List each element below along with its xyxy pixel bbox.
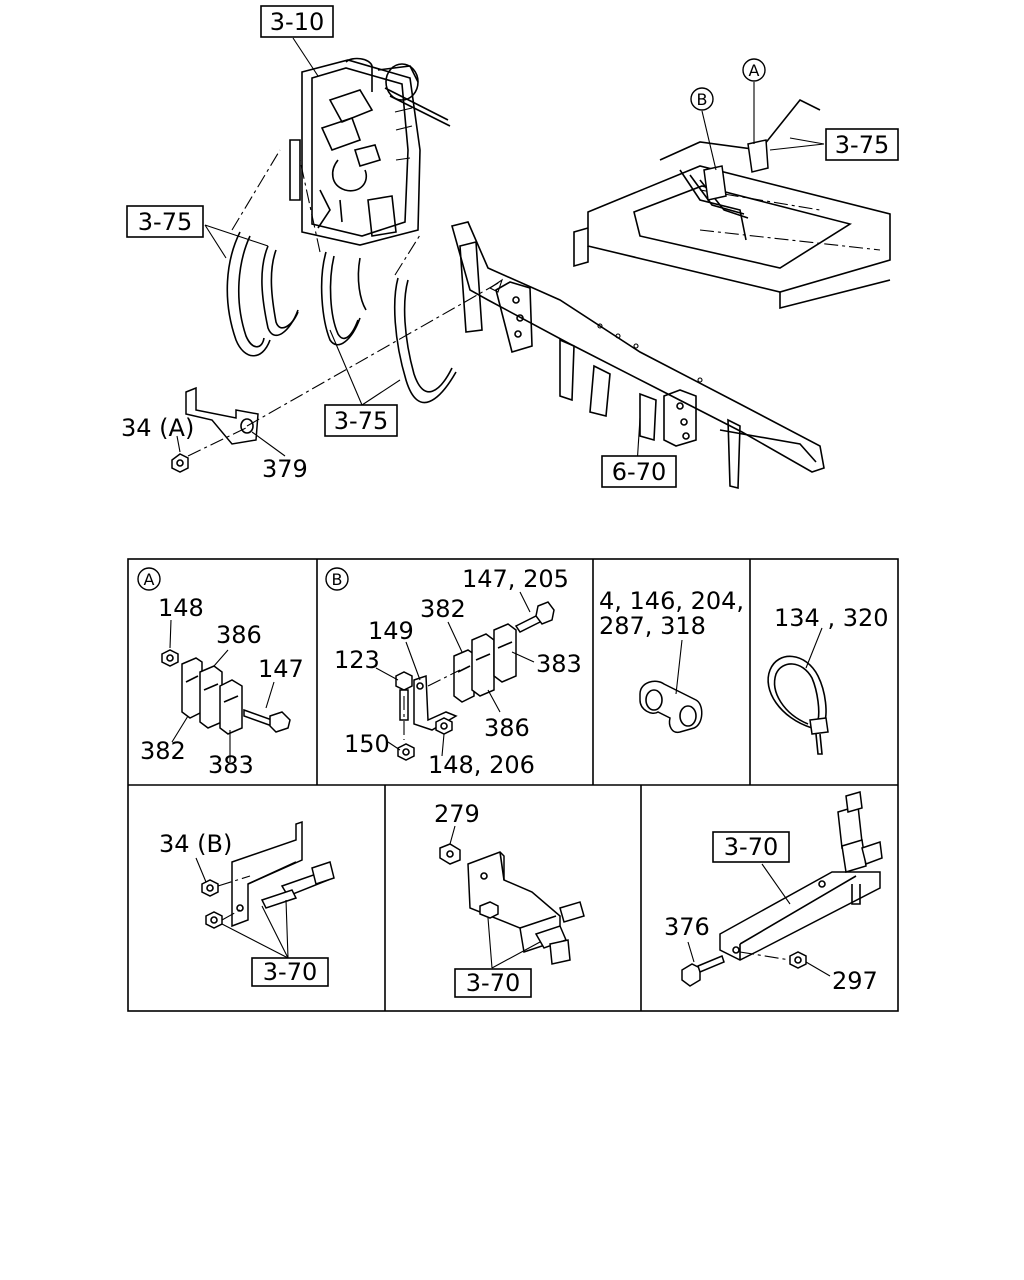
- ref-3-10: 3-10: [270, 8, 324, 36]
- panel-tie: 134 , 320: [767, 604, 889, 755]
- label-149: 149: [368, 617, 414, 645]
- panel-a-letter: A: [144, 570, 155, 589]
- chassis-frame: [451, 221, 825, 490]
- label-tie: 134 , 320: [774, 604, 889, 632]
- leaders-top: [176, 37, 825, 466]
- label-34a: 34 (A): [121, 414, 194, 442]
- label-123: 123: [334, 646, 380, 674]
- label-clip-line1: 4, 146, 204,: [599, 587, 744, 615]
- top-assembly: [171, 37, 891, 490]
- ref-3-70-p5: 3-70: [466, 969, 520, 997]
- ref-box-3-75-left: [126, 205, 204, 238]
- label-383: 383: [208, 751, 254, 779]
- ref-box-3-70-p6: [712, 831, 790, 863]
- ref-box-3-75-bottom: [324, 404, 398, 437]
- label-150: 150: [344, 730, 390, 758]
- panel-a-marker: [137, 567, 161, 591]
- brake-valve-bracket: [289, 57, 451, 246]
- ref-box-3-10: [260, 5, 334, 38]
- ref-3-75-right: 3-75: [835, 131, 889, 159]
- panel-a: A 148 386 147 382 383: [137, 567, 304, 779]
- label-386-b: 386: [484, 714, 530, 742]
- ref-3-70-p6: 3-70: [724, 833, 778, 861]
- ref-6-70: 6-70: [612, 458, 666, 486]
- panel-279: 3-70 279: [434, 800, 585, 998]
- bracket-379: [171, 278, 504, 473]
- label-376: 376: [664, 913, 710, 941]
- ref-3-75-bottom: 3-75: [334, 407, 388, 435]
- label-382-b: 382: [420, 595, 466, 623]
- cab-floor: [573, 98, 891, 310]
- panel-376: 3-70 376 297: [664, 791, 883, 995]
- label-386: 386: [216, 621, 262, 649]
- detail-grid: [127, 558, 899, 1012]
- circle-a-marker: [742, 58, 766, 82]
- label-379: 379: [262, 455, 308, 483]
- label-34b: 34 (B): [159, 830, 232, 858]
- ref-3-70-p4: 3-70: [263, 958, 317, 986]
- ref-box-3-75-right: [825, 128, 899, 161]
- panel-b-letter: B: [332, 570, 343, 589]
- label-clip-line2: 287, 318: [599, 612, 706, 640]
- ref-box-3-70-p5: [454, 968, 532, 998]
- hoses: [226, 149, 457, 404]
- ref-box-3-70-p4: [251, 957, 329, 987]
- label-147-205: 147, 205: [462, 565, 569, 593]
- ref-box-6-70: [601, 455, 677, 488]
- label-297: 297: [832, 967, 878, 995]
- top-labels: 3-10 3-75 3-75 3-75 6-70 A B 34 (A) 379: [121, 5, 899, 488]
- panel-34b: 3-70 34 (B): [159, 820, 335, 987]
- label-148: 148: [158, 594, 204, 622]
- panel-clip: 4, 146, 204, 287, 318: [599, 587, 744, 734]
- label-147: 147: [258, 655, 304, 683]
- circle-b-letter: B: [697, 90, 708, 109]
- label-279: 279: [434, 800, 480, 828]
- label-383-b: 383: [536, 650, 582, 678]
- ref-3-75-left: 3-75: [138, 208, 192, 236]
- panel-b-marker: [325, 567, 349, 591]
- label-382: 382: [140, 737, 186, 765]
- panel-b: B 147, 205 382 149 383 123 386 150 148, …: [325, 565, 582, 779]
- circle-a-letter: A: [749, 61, 760, 80]
- circle-b-marker: [690, 87, 714, 111]
- label-148-206: 148, 206: [428, 751, 535, 779]
